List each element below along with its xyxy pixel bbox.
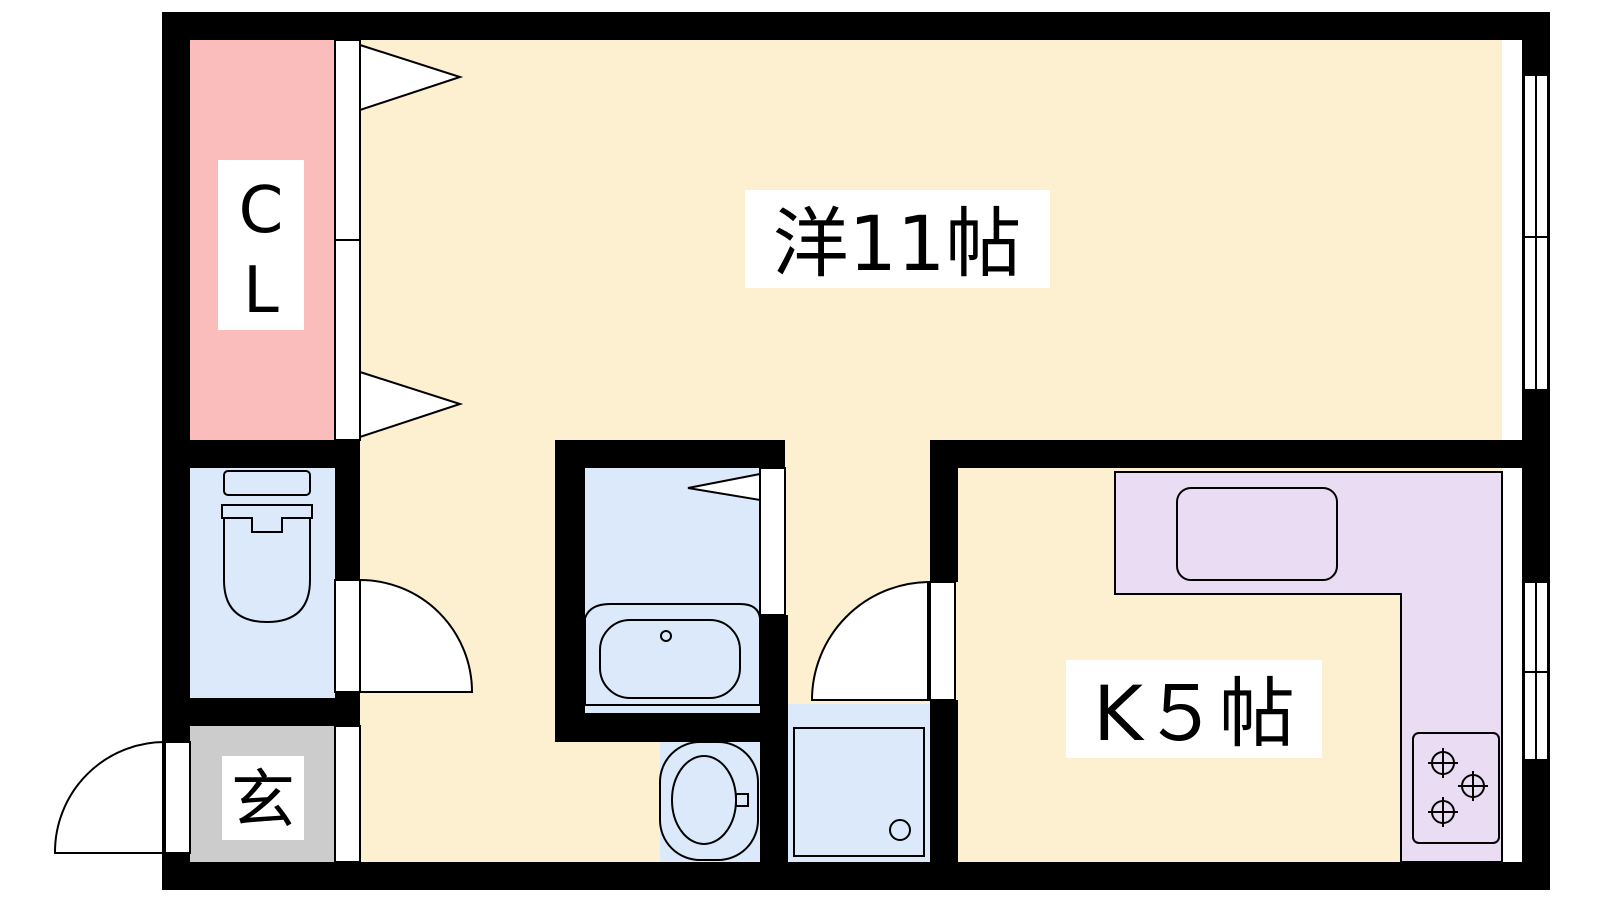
toilet-icon	[221, 470, 313, 624]
entrance-label-box: 玄	[222, 756, 304, 840]
closet-label-c: C	[239, 174, 284, 248]
closet-door-frame	[334, 39, 361, 441]
window-western	[1523, 74, 1549, 391]
western-room-label: 洋11帖	[773, 199, 1022, 288]
closet-label-box: C L	[218, 160, 304, 330]
window-kitchen	[1523, 581, 1549, 761]
burner-icon	[1458, 771, 1488, 801]
washbasin-icon	[659, 741, 759, 861]
washer-area	[788, 704, 930, 862]
bathroom-door-frame	[759, 467, 786, 616]
toilet-door-frame	[334, 579, 361, 693]
kitchen-sink	[1176, 487, 1338, 581]
entrance-label: 玄	[231, 764, 295, 838]
toilet-door	[359, 578, 474, 693]
front-door	[53, 740, 166, 854]
entrance-frame	[164, 725, 361, 863]
kitchen-label-box: K５帖	[1066, 660, 1322, 758]
washing-machine-space	[793, 727, 925, 857]
kitchen-label: K５帖	[1093, 669, 1295, 758]
closet-label-l: L	[243, 254, 279, 328]
gas-stove	[1412, 732, 1500, 844]
bathtub-icon	[584, 603, 761, 706]
western-room-label-box: 洋11帖	[745, 190, 1050, 288]
burner-icon	[1428, 748, 1458, 778]
kitchen-door-frame	[929, 581, 956, 701]
kitchen-door	[810, 580, 929, 701]
burner-icon	[1428, 797, 1458, 827]
